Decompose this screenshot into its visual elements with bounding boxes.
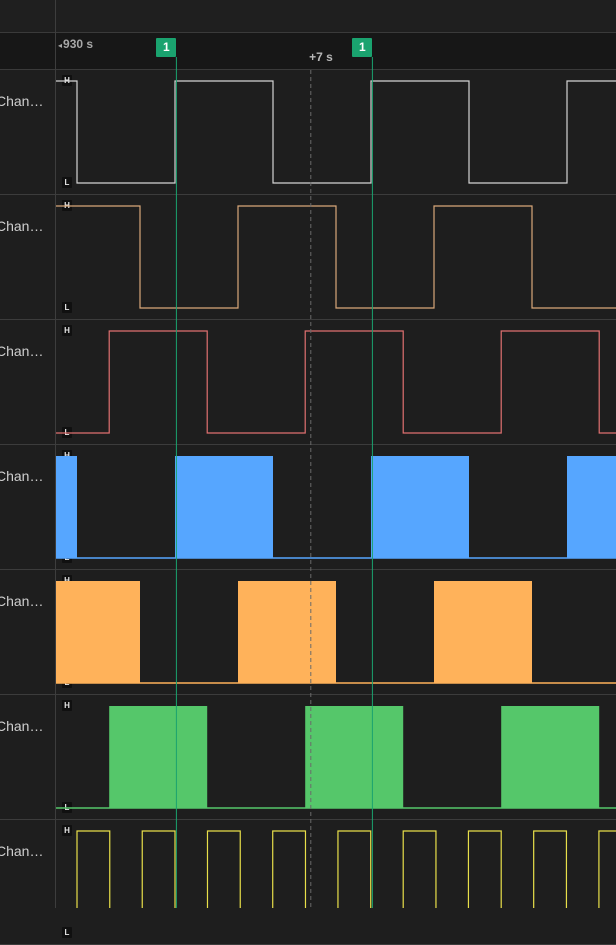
channel-label[interactable]: Chan… — [0, 93, 44, 109]
timing-marker-flag[interactable]: 1 — [352, 38, 373, 57]
level-high-badge: H — [62, 325, 72, 336]
ruler-start-time: ◂930 s — [58, 37, 93, 51]
sidebar-divider — [55, 0, 56, 908]
channel-row[interactable]: Chan… H L — [0, 195, 616, 320]
level-high-badge: H — [62, 575, 72, 586]
channel-label[interactable]: Chan… — [0, 718, 44, 734]
channel-label[interactable]: Chan… — [0, 468, 44, 484]
level-high-badge: H — [62, 825, 72, 836]
timing-marker-flag[interactable]: 1 — [156, 38, 177, 57]
ruler-offset-label: +7 s — [309, 50, 333, 64]
channel-label[interactable]: Chan… — [0, 593, 44, 609]
level-low-badge: L — [62, 677, 72, 688]
level-low-badge: L — [62, 927, 72, 938]
level-low-badge: L — [62, 802, 72, 813]
level-high-badge: H — [62, 450, 72, 461]
level-low-badge: L — [62, 177, 72, 188]
channel-row[interactable]: Chan… H L — [0, 820, 616, 945]
level-low-badge: L — [62, 427, 72, 438]
channel-row[interactable]: Chan… H L — [0, 445, 616, 570]
channel-row[interactable]: Chan… H L — [0, 70, 616, 195]
level-high-badge: H — [62, 200, 72, 211]
level-low-badge: L — [62, 302, 72, 313]
time-ruler[interactable]: ◂930 s +7 s — [0, 33, 616, 70]
channel-row[interactable]: Chan… H L — [0, 320, 616, 445]
channel-label[interactable]: Chan… — [0, 218, 44, 234]
level-high-badge: H — [62, 75, 72, 86]
channel-row[interactable]: Chan… H L — [0, 695, 616, 820]
level-high-badge: H — [62, 700, 72, 711]
toolbar-strip — [0, 0, 616, 33]
channel-row[interactable]: Chan… H L — [0, 570, 616, 695]
ruler-start-time-label: 930 s — [63, 37, 94, 51]
caret-left-icon: ◂ — [58, 41, 63, 50]
channel-label[interactable]: Chan… — [0, 843, 44, 859]
channel-label[interactable]: Chan… — [0, 343, 44, 359]
level-low-badge: L — [62, 552, 72, 563]
